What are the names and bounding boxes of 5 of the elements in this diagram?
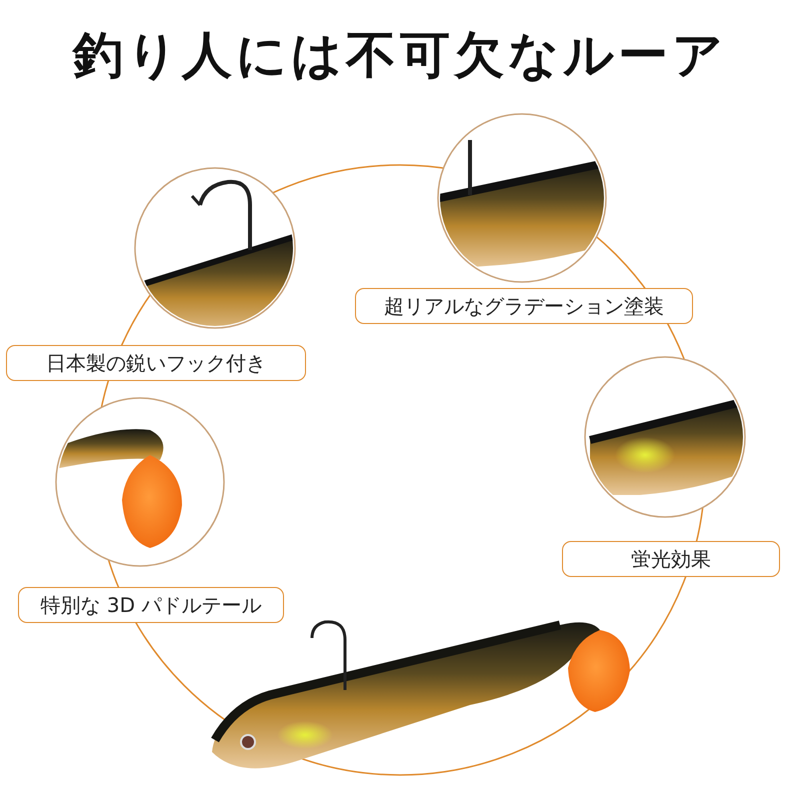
feature-label: 特別な 3D パドルテール [18,587,284,623]
feature-label: 日本製の鋭いフック付き [6,345,306,381]
feature-label: 超リアルなグラデーション塗装 [355,288,693,324]
feature-label: 蛍光効果 [562,541,780,577]
title: 釣り人には不可欠なルーア [71,25,728,86]
